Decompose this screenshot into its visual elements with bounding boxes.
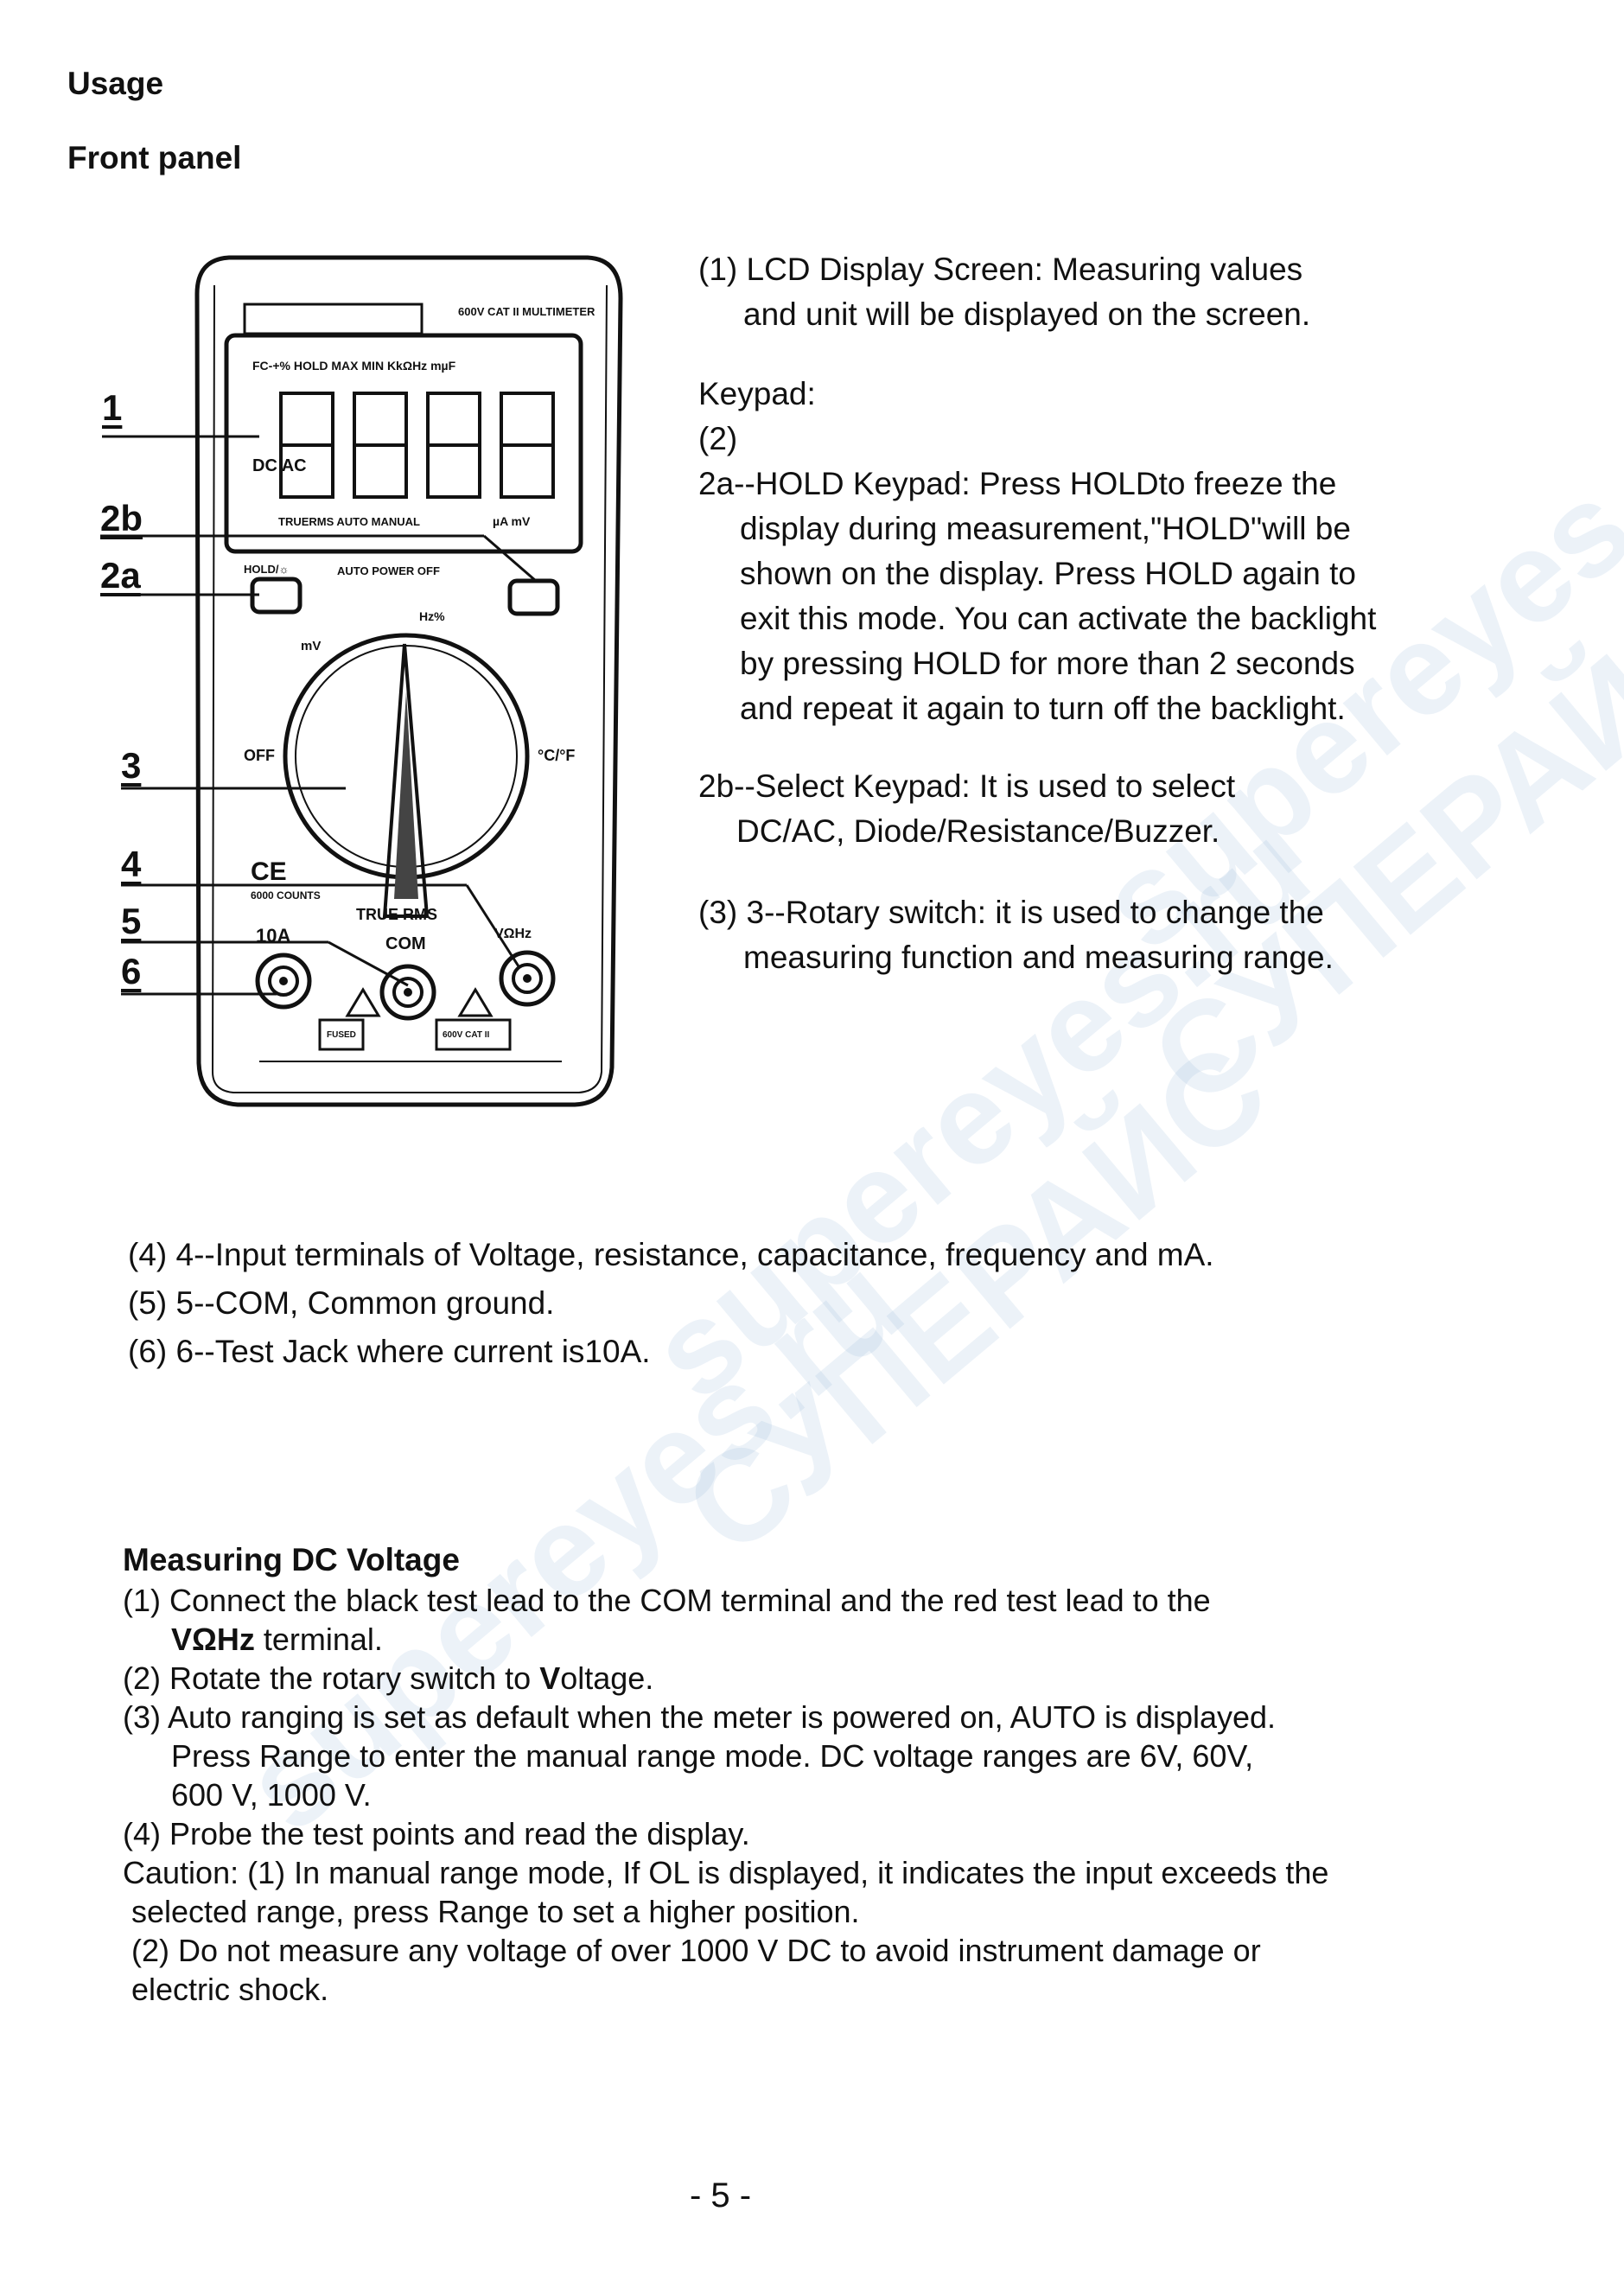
keypad-number: (2) xyxy=(698,421,738,456)
off-label: OFF xyxy=(244,747,275,764)
jack-com xyxy=(379,964,436,1021)
callout-6: 6 xyxy=(121,951,142,991)
terminal-item: (6) 6--Test Jack where current is10A. xyxy=(128,1334,651,1369)
dc-voltage-steps: (1) Connect the black test lead to the C… xyxy=(123,1581,1328,2009)
step-1-line-1: (1) Connect the black test lead to the C… xyxy=(123,1583,1211,1618)
multimeter-diagram: 600V CAT II MULTIMETER FC-+% HOLD MAX MI… xyxy=(100,255,623,1107)
caution-line-2: selected range, press Range to set a hig… xyxy=(131,1894,860,1929)
text-line: (3) 3--Rotary switch: it is used to chan… xyxy=(698,895,1324,930)
jack-vohm xyxy=(499,950,556,1007)
dc-voltage-title: Measuring DC Voltage xyxy=(123,1542,460,1577)
hold-keypad-description: 2a--HOLD Keypad: Press HOLDto freeze the… xyxy=(698,462,1376,731)
auto-power-off-label: AUTO POWER OFF xyxy=(337,564,440,577)
text-line: 2b--Select Keypad: It is used to select xyxy=(698,768,1236,804)
hold-key xyxy=(250,577,303,615)
fused-label: FUSED xyxy=(327,1030,356,1040)
select-key xyxy=(507,578,560,616)
front-panel-heading: Front panel xyxy=(67,140,242,175)
callout-4: 4 xyxy=(121,844,142,884)
mv-label: mV xyxy=(301,639,321,653)
terminal-item: (5) 5--COM, Common ground. xyxy=(128,1285,555,1321)
com-label: COM xyxy=(385,934,426,953)
text-line: display during measurement,"HOLD"will be xyxy=(740,511,1351,546)
usage-heading: Usage xyxy=(67,66,164,101)
vohmhz-term: VΩHz xyxy=(171,1622,255,1657)
callout-2a: 2a xyxy=(100,555,141,596)
step-3-line-1: (3) Auto ranging is set as default when … xyxy=(123,1699,1277,1735)
terminal-item: (4) 4--Input terminals of Voltage, resis… xyxy=(128,1237,1214,1272)
callout-1: 1 xyxy=(102,387,123,428)
step-2-rest: oltage. xyxy=(560,1660,654,1696)
hz-label: Hz% xyxy=(419,609,445,623)
text-line: DC/AC, Diode/Resistance/Buzzer. xyxy=(736,813,1220,849)
jack-10a xyxy=(255,953,312,1010)
lcd-digits xyxy=(279,392,555,499)
caution-line-4: electric shock. xyxy=(131,1972,329,2007)
lcd-line-2: and unit will be displayed on the screen… xyxy=(743,296,1311,332)
lcd-bottom-left: TRUERMS AUTO MANUAL xyxy=(278,515,420,528)
badge-text: 600V CAT II MULTIMETER xyxy=(458,305,595,318)
terminals-list: (4) 4--Input terminals of Voltage, resis… xyxy=(128,1231,1214,1376)
warning-triangle-icon xyxy=(457,987,494,1017)
step-3-line-2: Press Range to enter the manual range mo… xyxy=(171,1738,1254,1774)
callout-3: 3 xyxy=(121,745,142,786)
ce-mark: CE xyxy=(251,857,287,886)
caution-line-1: Caution: (1) In manual range mode, If OL… xyxy=(123,1855,1329,1890)
voltage-v-bold: V xyxy=(539,1660,561,1696)
text-line: exit this mode. You can activate the bac… xyxy=(740,601,1377,636)
lcd-top-text: FC-+% HOLD MAX MIN KkΩHz mµF xyxy=(252,359,456,373)
true-rms-label: TRUE RMS xyxy=(356,906,437,923)
step-1-line-2-rest: terminal. xyxy=(254,1622,383,1657)
10a-label: 10A xyxy=(256,925,290,946)
callout-5: 5 xyxy=(121,901,142,941)
step-2: (2) Rotate the rotary switch to Voltage. xyxy=(123,1659,1328,1698)
text-line: shown on the display. Press HOLD again t… xyxy=(740,556,1356,591)
step-4: (4) Probe the test points and read the d… xyxy=(123,1816,750,1851)
lcd-dc-ac: DC AC xyxy=(252,456,307,475)
hold-key-label: HOLD/☼ xyxy=(244,563,289,576)
warning-triangle-icon xyxy=(345,987,381,1017)
text-line: and repeat it again to turn off the back… xyxy=(740,691,1346,726)
lcd-description: (1) LCD Display Screen: Measuring values… xyxy=(698,247,1310,337)
counts-label: 6000 COUNTS xyxy=(251,889,321,902)
page-number: - 5 - xyxy=(690,2176,752,2214)
select-keypad-description: 2b--Select Keypad: It is used to select … xyxy=(698,764,1235,854)
caution-line-3: (2) Do not measure any voltage of over 1… xyxy=(131,1933,1261,1968)
vohm-label: VΩHz xyxy=(494,927,532,941)
callout-2b: 2b xyxy=(100,498,143,538)
text-line: by pressing HOLD for more than 2 seconds xyxy=(740,646,1355,681)
step-3-line-3: 600 V, 1000 V. xyxy=(171,1777,372,1813)
step-1-line-2: VΩHz terminal. xyxy=(123,1620,1328,1659)
cf-label: °C/°F xyxy=(538,747,575,764)
rotary-switch-description: (3) 3--Rotary switch: it is used to chan… xyxy=(698,890,1334,980)
lcd-line-1: (1) LCD Display Screen: Measuring values xyxy=(698,252,1303,287)
text-line: measuring function and measuring range. xyxy=(743,940,1334,975)
step-2-text: (2) Rotate the rotary switch to xyxy=(123,1660,540,1696)
keypad-label: Keypad: xyxy=(698,376,816,411)
lcd-bottom-right: µA mV xyxy=(493,514,531,528)
cat-label: 600V CAT II xyxy=(443,1030,489,1040)
text-line: 2a--HOLD Keypad: Press HOLDto freeze the xyxy=(698,466,1337,501)
